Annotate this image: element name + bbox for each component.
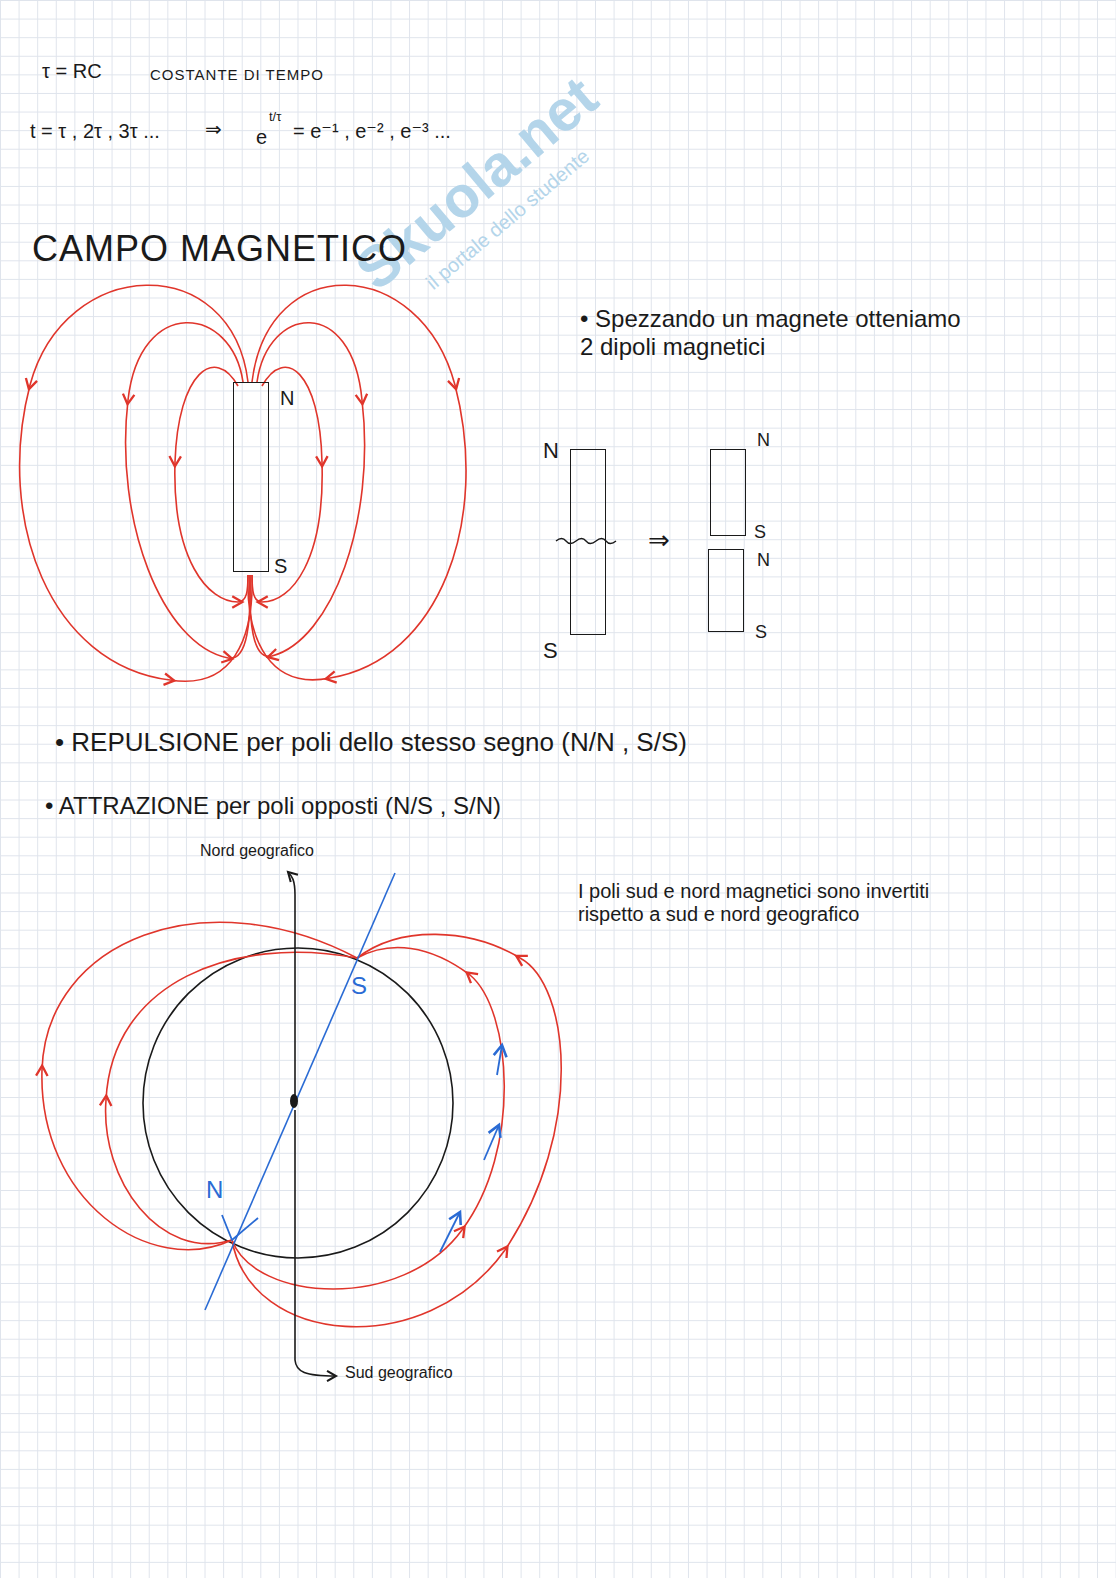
pole-label: S [274,555,287,578]
pole-label: S [754,522,766,543]
axis-label: Sud geografico [345,1364,453,1382]
pole-label: S [543,638,558,663]
magnet-bar: NS [708,549,744,632]
pole-label: S [755,622,767,643]
note-text: I poli sud e nord magnetici sono inverti… [578,880,998,926]
pole-label: N [206,1176,223,1204]
section-title: CAMPO MAGNETICO [32,228,407,269]
pole-label: N [757,550,770,571]
formula: t = τ , 2τ , 3τ ... [30,120,160,143]
formula: = e⁻¹ , e⁻² , e⁻³ ... [293,120,451,143]
pole-label: N [280,387,294,410]
field-lines [20,285,466,681]
earth-figure [42,872,561,1376]
note-text: • Spezzando un magnete otteniamo 2 dipol… [580,305,980,360]
note-text: • REPULSIONE per poli dello stesso segno… [55,728,687,758]
magnet-bar: NS [710,449,746,536]
magnet-bar: NS [570,449,606,635]
pole-label: N [543,438,559,463]
formula: τ = RC [42,60,102,83]
break-mark [556,539,616,544]
pole-label: N [757,430,770,451]
formula: e [256,126,267,149]
exponent: t/τ [269,110,281,125]
arrow-symbol: ⇒ [648,526,670,556]
pole-label: S [351,972,367,1000]
note-text: COSTANTE DI TEMPO [150,66,324,83]
note-text: • ATTRAZIONE per poli opposti (N/S , S/N… [45,792,501,820]
arrow-symbol: ⇒ [205,118,222,141]
magnet-bar: NS [233,382,269,572]
axis-label: Nord geografico [200,842,314,860]
